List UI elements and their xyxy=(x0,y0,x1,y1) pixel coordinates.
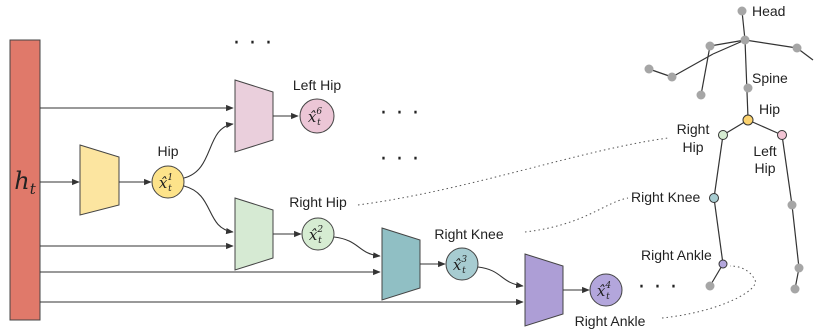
skeleton-label-spine: Spine xyxy=(752,70,788,86)
bone-right-upper-arm xyxy=(700,45,711,96)
bone-head-neck xyxy=(741,10,746,41)
joint-right-hand xyxy=(644,64,654,74)
joint-right-shoulder xyxy=(705,41,715,51)
joint-left-ankle xyxy=(794,263,804,273)
joint-left-shoulder xyxy=(792,43,802,53)
bone-left-thigh xyxy=(781,134,793,206)
dotted-link-right-hip xyxy=(357,137,669,206)
bone-left-shoulder xyxy=(744,39,798,49)
skeleton-label-right-knee: Right Knee xyxy=(631,189,700,205)
joint-right-wrist xyxy=(667,72,677,82)
bone-left-shin xyxy=(791,204,800,269)
bone-right-shoulder xyxy=(709,39,746,47)
right-knee-title: Right Knee xyxy=(434,226,503,242)
ellipsis-mid-lower: · · · xyxy=(380,147,420,172)
joint-spine xyxy=(743,83,753,93)
ellipsis-top: · · · xyxy=(233,31,273,56)
ellipsis-mid-upper: · · · xyxy=(380,101,420,126)
skeleton-label-left-hip-line2: Hip xyxy=(754,160,775,176)
skeleton-label-right-hip-line2: Hip xyxy=(682,139,703,155)
dotted-link-right-ankle xyxy=(661,265,756,319)
left-hip-node xyxy=(299,98,335,134)
left-hip-title: Left Hip xyxy=(293,77,341,93)
arrow-hip-node-to-left-hip-encoder xyxy=(183,121,234,179)
joint-right-elbow xyxy=(696,90,706,100)
joint-right-ankle xyxy=(718,259,728,269)
arrow-right-hip-node-to-right-knee-encoder xyxy=(333,236,381,259)
joint-right-hip xyxy=(718,130,728,140)
joint-left-hip xyxy=(777,130,787,140)
joint-hip xyxy=(742,114,754,126)
hip-title: Hip xyxy=(157,143,178,159)
hidden-state-label: ht xyxy=(14,167,36,198)
right-knee-encoder xyxy=(381,227,421,301)
hip-node xyxy=(151,165,185,199)
hip-encoder xyxy=(79,144,120,216)
hidden-state-block xyxy=(9,39,41,321)
bone-right-clavicle xyxy=(712,39,746,55)
dotted-link-right-knee xyxy=(524,197,629,233)
bone-right-shin xyxy=(713,197,724,265)
right-ankle-node xyxy=(589,273,623,307)
joint-left-toe xyxy=(790,284,800,294)
bone-spine xyxy=(744,39,749,119)
right-hip-node xyxy=(301,217,335,251)
right-hip-encoder xyxy=(234,197,274,271)
joint-left-knee xyxy=(787,200,797,210)
arrow-right-knee-node-to-right-ankle-encoder xyxy=(477,266,524,289)
arrow-hip-node-to-right-hip-encoder xyxy=(183,185,234,235)
skeleton-label-left-hip-line1: Left xyxy=(753,143,776,159)
right-ankle-title: Right Ankle xyxy=(575,313,646,329)
skeleton-label-right-ankle: Right Ankle xyxy=(641,247,712,263)
ellipsis-bottom: · · · xyxy=(638,275,678,300)
bone-hip-to-left-hip xyxy=(747,119,783,136)
bone-right-forearm xyxy=(671,53,714,78)
skeleton-figure xyxy=(644,6,814,294)
joint-neck xyxy=(740,35,750,45)
joint-head xyxy=(737,6,747,16)
left-hip-encoder xyxy=(234,79,274,153)
bone-right-thigh xyxy=(713,134,724,199)
skeleton-label-right-hip-line1: Right xyxy=(677,121,710,137)
joint-right-knee xyxy=(709,193,719,203)
right-knee-node xyxy=(445,247,479,281)
skeleton-label-hip: Hip xyxy=(759,101,780,117)
right-ankle-encoder xyxy=(524,253,564,327)
skeleton-label-head: Head xyxy=(752,3,785,19)
right-hip-title: Right Hip xyxy=(289,194,347,210)
joint-right-toe xyxy=(705,281,715,291)
